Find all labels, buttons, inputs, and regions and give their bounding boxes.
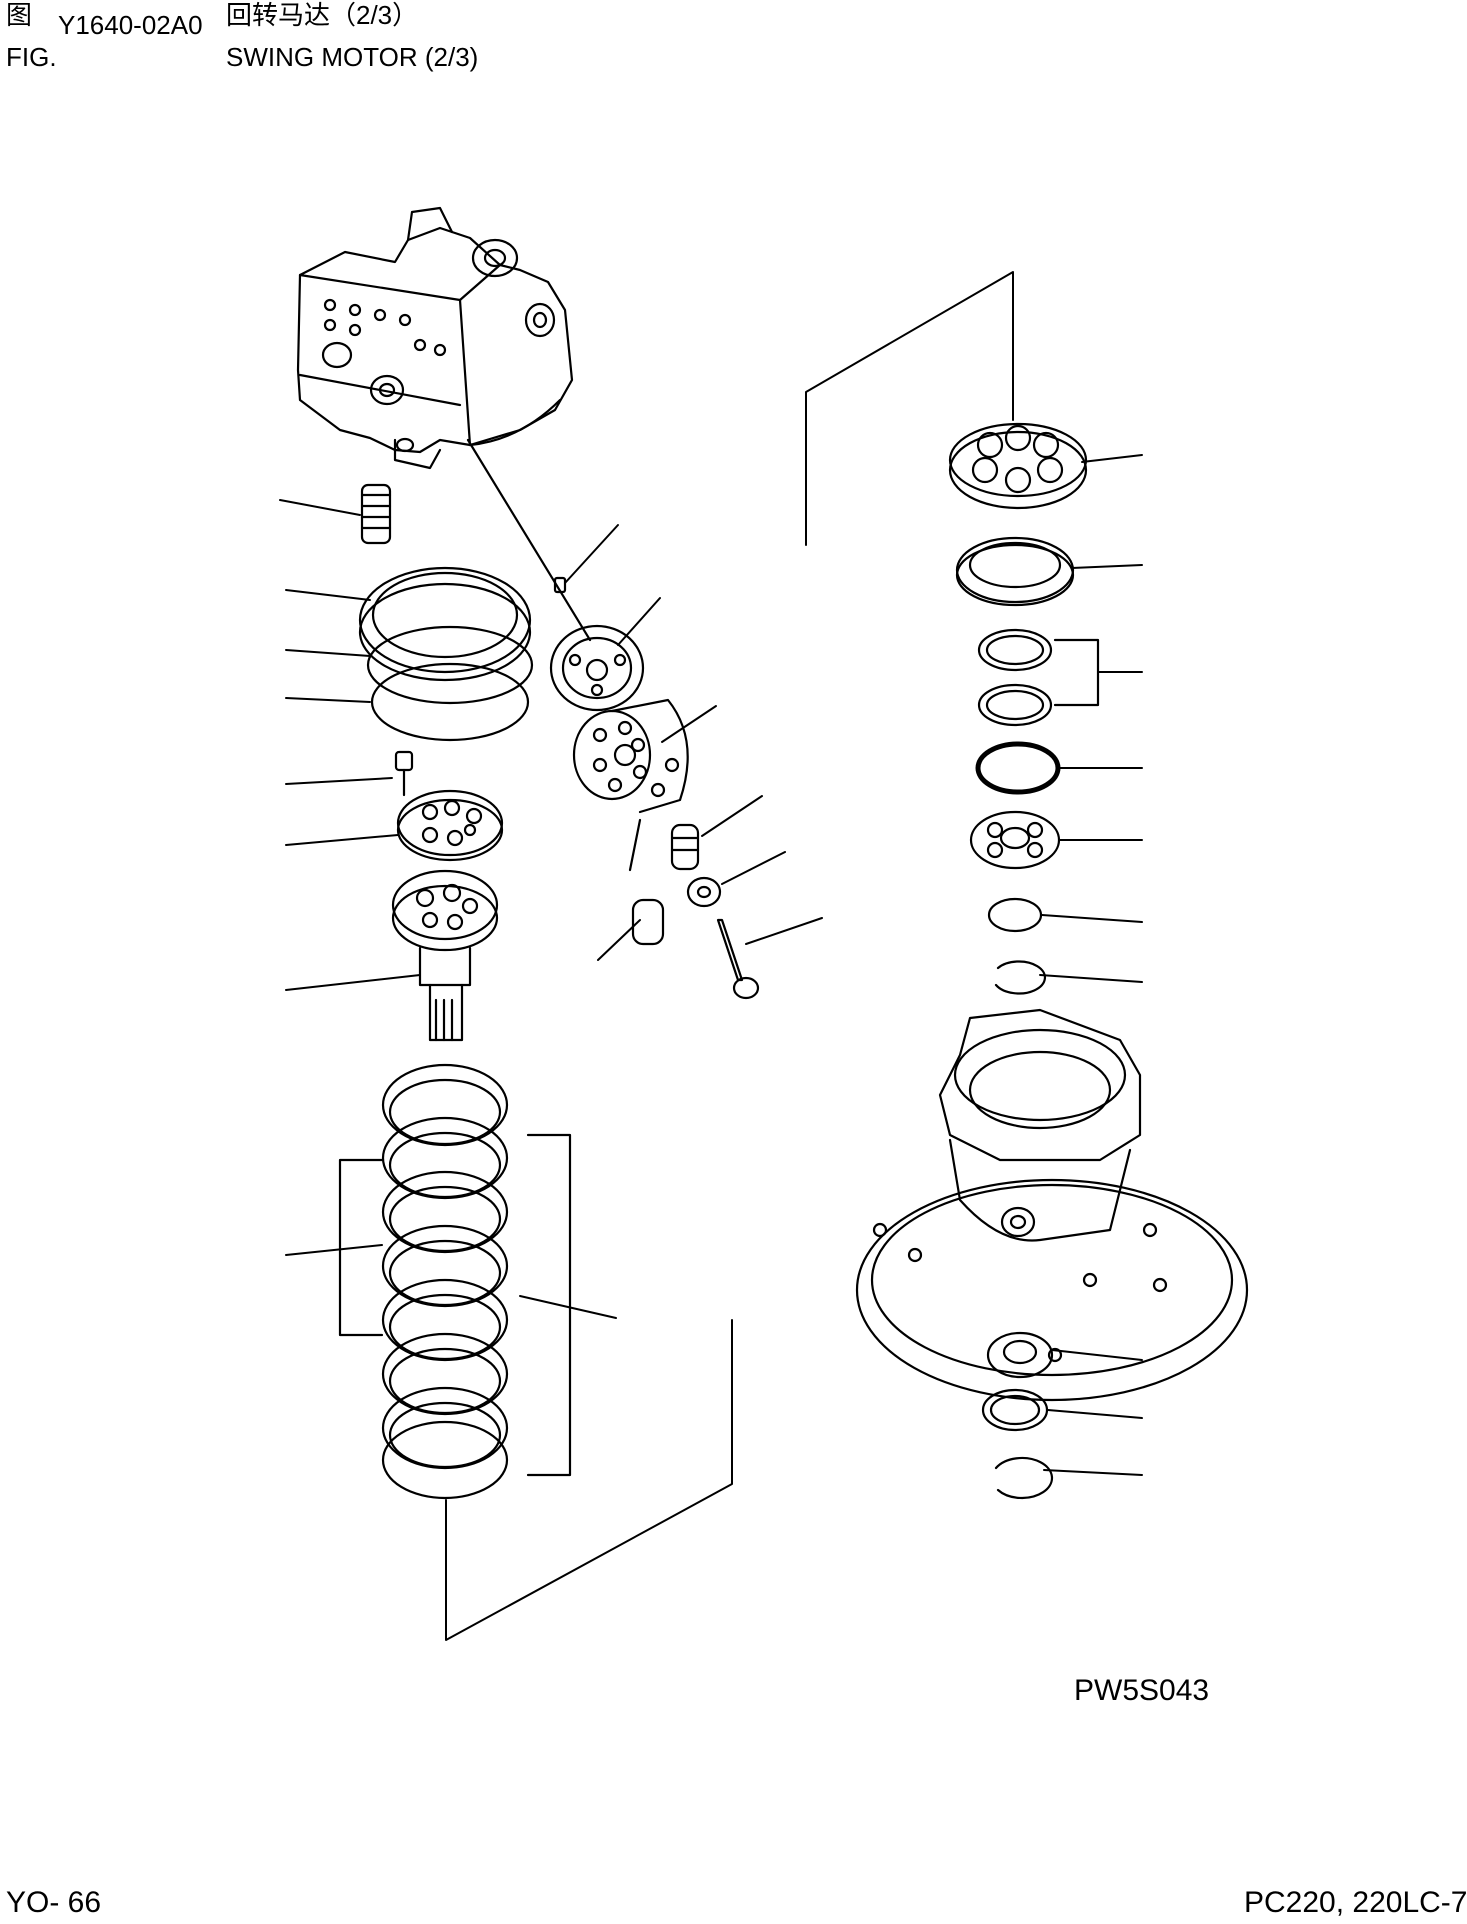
retaining-ring-drawing	[975, 741, 1061, 795]
shim-drawing-2	[977, 683, 1053, 727]
model-number: PC220, 220LC-7	[1244, 1886, 1467, 1919]
connection-lines	[445, 271, 1014, 1641]
swash-plate-drawing	[549, 624, 645, 712]
snap-ring-drawing-2	[994, 1456, 1054, 1500]
figure-number: Y1640-02A0	[58, 10, 203, 40]
plunger-part	[716, 918, 760, 1000]
brake-plate-stack	[338, 1063, 572, 1500]
leader-lines	[279, 454, 1143, 1476]
page-number: YO- 66	[6, 1886, 102, 1919]
cylinder-block-drawing	[572, 698, 689, 814]
bolt-part	[394, 750, 414, 797]
shim-drawing	[977, 628, 1053, 672]
bearing-drawing	[986, 1331, 1054, 1379]
figure-title-en: SWING MOTOR (2/3)	[226, 42, 479, 72]
assembly-line-2	[628, 818, 642, 872]
roller-bearing-drawing	[969, 810, 1061, 870]
snap-ring-drawing	[987, 897, 1043, 933]
ball-bearing-drawing	[948, 422, 1088, 510]
motor-housing-drawing	[296, 206, 574, 470]
rod-part	[631, 898, 665, 946]
shoe-part	[686, 876, 722, 908]
circlip-drawing	[994, 960, 1046, 995]
washer-drawing	[981, 1388, 1049, 1432]
drive-shaft-drawing	[391, 869, 499, 1042]
spring-part	[360, 483, 392, 545]
o-ring-drawing-2	[370, 662, 530, 742]
figure-label-cn: 图	[6, 0, 33, 30]
figure-title-cn: 回转马达（2/3）	[226, 0, 419, 30]
motor-case-drawing	[855, 1008, 1249, 1402]
piston-part	[670, 823, 700, 871]
o-ring-drawing	[366, 625, 534, 705]
brake-piston-drawing	[358, 566, 532, 682]
figure-label-en: FIG.	[6, 42, 57, 72]
valve-plate-drawing	[396, 789, 504, 862]
diagram-image-code: PW5S043	[1074, 1674, 1210, 1707]
shim-bracket	[1053, 638, 1100, 707]
oil-seal-drawing	[955, 536, 1075, 607]
assembly-line	[466, 438, 592, 642]
